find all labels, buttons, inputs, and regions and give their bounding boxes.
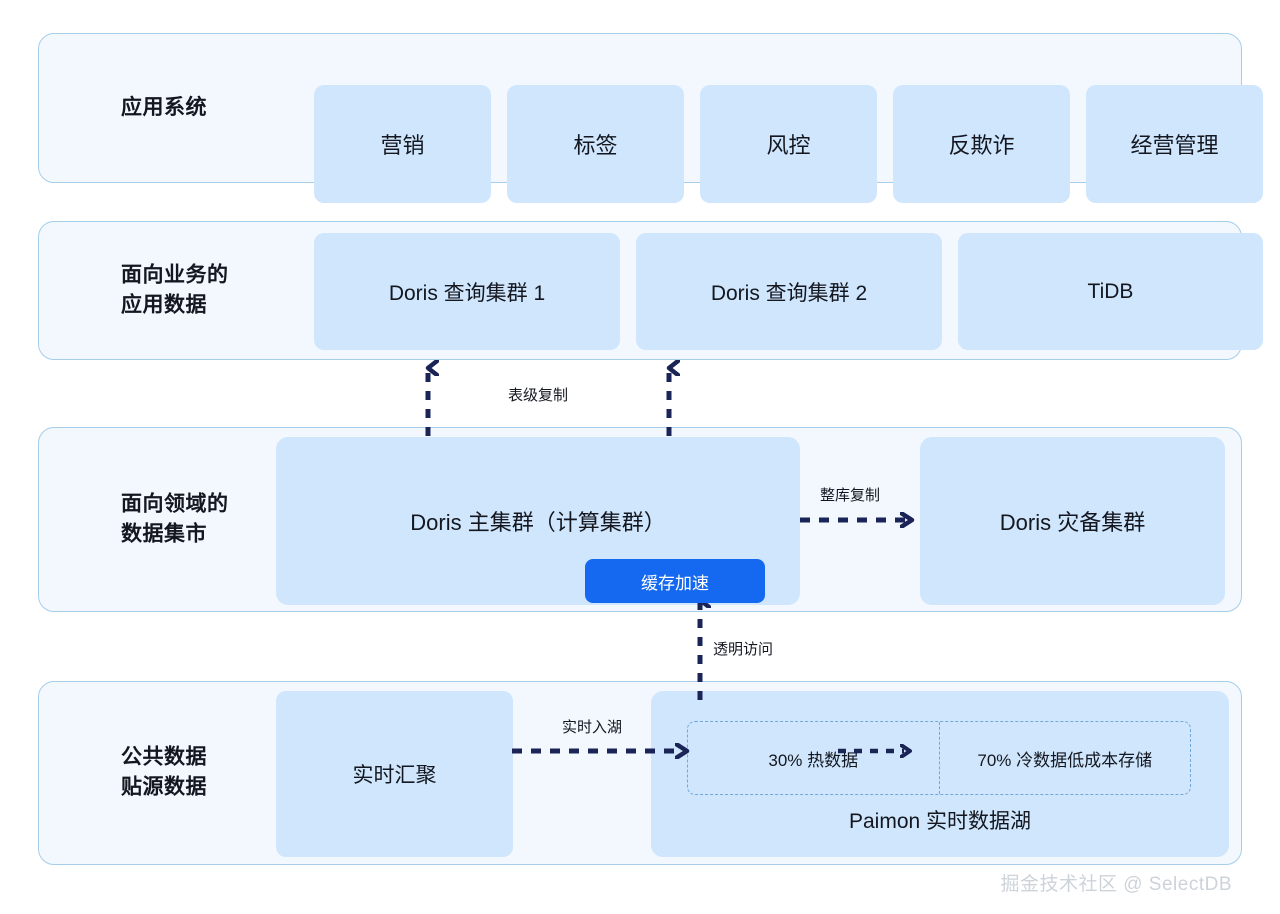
tier-cold-label: 70% 冷数据低成本存储 (977, 750, 1153, 770)
row-label-domain-facing-data-mart: 面向领域的 数据集市 (121, 492, 229, 546)
row-public-source-data: 公共数据 贴源数据 实时汇聚 30% 热数据 70% 冷数据低成本存储 Paim… (38, 681, 1242, 865)
card-label: 反欺诈 (948, 133, 1015, 158)
row-label-public-source-data: 公共数据 贴源数据 (121, 745, 207, 799)
chip-cache-acceleration[interactable]: 缓存加速 (585, 559, 765, 603)
connector-label-full-db-replication: 整库复制 (820, 487, 881, 504)
box-data-tiering: 30% 热数据 70% 冷数据低成本存储 (687, 721, 1191, 795)
connector-label-table-replication: 表级复制 (508, 387, 569, 404)
connector-label-transparent-access: 透明访问 (713, 641, 774, 658)
card-doris-query-cluster-2[interactable]: Doris 查询集群 2 (636, 233, 942, 350)
card-label: 标签 (573, 133, 618, 158)
card-risk-control[interactable]: 风控 (700, 85, 877, 203)
card-tidb[interactable]: TiDB (958, 233, 1263, 350)
tier-cold-data: 70% 冷数据低成本存储 (940, 722, 1191, 794)
card-label: TiDB (1087, 279, 1134, 303)
connector-label-realtime-ingest: 实时入湖 (562, 719, 623, 736)
row-label-application-systems: 应用系统 (121, 95, 207, 119)
card-label: 风控 (766, 133, 811, 158)
card-doris-query-cluster-1[interactable]: Doris 查询集群 1 (314, 233, 620, 350)
row-label-business-facing-application-data: 面向业务的 应用数据 (121, 263, 229, 317)
card-label: Doris 查询集群 1 (388, 281, 546, 305)
card-realtime-aggregation[interactable]: 实时汇聚 (276, 691, 513, 857)
card-doris-dr-cluster[interactable]: Doris 灾备集群 (920, 437, 1225, 605)
card-label: Doris 灾备集群 (999, 510, 1146, 535)
box-paimon-data-lake[interactable]: 30% 热数据 70% 冷数据低成本存储 Paimon 实时数据湖 (651, 691, 1229, 857)
card-label: Doris 主集群（计算集群） (410, 510, 666, 535)
row-application-systems: 应用系统 营销 标签 风控 反欺诈 经营管理 (38, 33, 1263, 203)
card-label: Doris 查询集群 2 (710, 281, 868, 305)
card-marketing[interactable]: 营销 (314, 85, 491, 203)
tier-hot-label: 30% 热数据 (768, 750, 859, 770)
paimon-lake-title: Paimon 实时数据湖 (848, 810, 1032, 833)
card-label: 营销 (380, 133, 425, 158)
card-label: 经营管理 (1130, 133, 1219, 158)
card-label: 实时汇聚 (352, 764, 437, 787)
card-business-management[interactable]: 经营管理 (1086, 85, 1263, 203)
card-tagging[interactable]: 标签 (507, 85, 684, 203)
card-anti-fraud[interactable]: 反欺诈 (893, 85, 1070, 203)
watermark: 掘金技术社区 @ SelectDB (1000, 874, 1232, 895)
row-business-facing-application-data: 面向业务的 应用数据 Doris 查询集群 1 Doris 查询集群 2 TiD… (38, 221, 1263, 360)
chip-label: 缓存加速 (641, 573, 709, 593)
tier-hot-data: 30% 热数据 (688, 722, 940, 794)
